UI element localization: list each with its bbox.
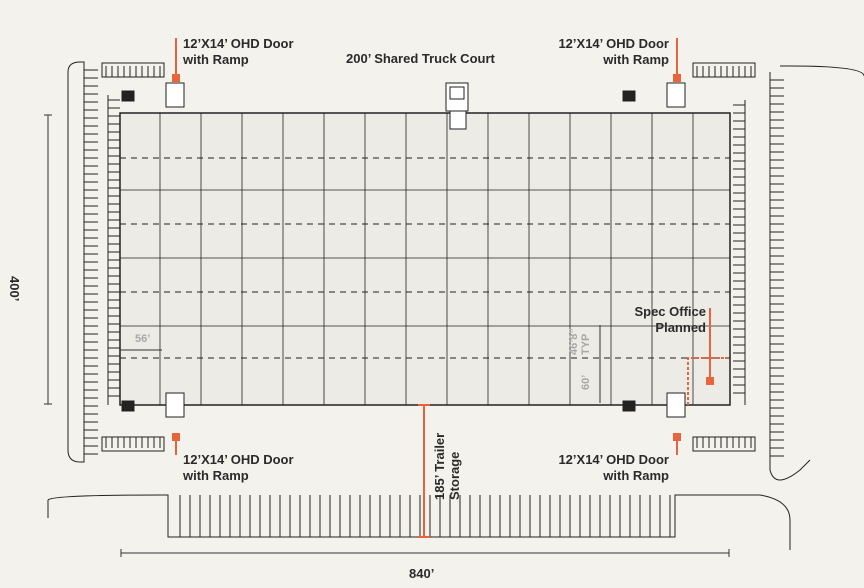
trailer-storage-stalls — [47, 494, 791, 550]
truck-court-label: 200’ Shared Truck Court — [346, 51, 495, 66]
door-label-line: with Ramp — [183, 468, 249, 483]
parking-top-right — [692, 62, 756, 78]
spec-office-line: Spec Office — [634, 304, 706, 319]
parking-right — [733, 65, 864, 481]
trailer-storage-line: Storage — [447, 451, 462, 500]
door-ramps — [121, 82, 686, 418]
trailer-storage-label: 185’ Trailer Storage — [432, 433, 462, 500]
door-label-line: with Ramp — [603, 468, 669, 483]
bay-depth-note: TYP — [580, 333, 592, 355]
dock-marker — [121, 400, 135, 412]
door-ramp — [165, 82, 185, 108]
truck-court-dock-icon — [445, 82, 469, 130]
parking-right-outline — [780, 65, 864, 77]
trailer-storage-outline — [47, 494, 791, 550]
parking-bottom-left — [101, 436, 165, 452]
spec-office-line: Planned — [655, 320, 706, 335]
door-label-line: with Ramp — [603, 52, 669, 67]
door-ramp — [165, 392, 185, 418]
door-ramp — [666, 392, 686, 418]
door-label-line: 12’X14’ OHD Door — [558, 36, 669, 51]
overall-width-dimension: 840’ — [409, 566, 435, 581]
column-grid-dashed — [120, 157, 730, 359]
bay-depth-dimension: 46’8” TYP — [568, 328, 592, 355]
parking-bottom-right — [692, 436, 756, 452]
dimension-lines — [44, 114, 730, 557]
column-grid — [120, 113, 730, 405]
bay-width-dimension: 56’ — [135, 333, 151, 345]
door-label-top-left: 12’X14’ OHD Door with Ramp — [183, 36, 294, 68]
building-footprint — [119, 112, 731, 406]
door-label-line: 12’X14’ OHD Door — [183, 452, 294, 467]
dock-marker — [622, 90, 636, 102]
dock-marker — [121, 90, 135, 102]
door-label-top-right: 12’X14’ OHD Door with Ramp — [548, 36, 669, 68]
dock-marker — [622, 400, 636, 412]
parking-top-strips — [101, 62, 756, 452]
end-bay-dimension: 60’ — [580, 374, 592, 390]
overall-depth-dimension: 400’ — [7, 276, 22, 302]
parking-right-curb — [769, 72, 811, 481]
parking-left-outline — [67, 61, 85, 463]
spec-office-outline — [687, 357, 728, 405]
door-label-bottom-right: 12’X14’ OHD Door with Ramp — [548, 452, 669, 484]
door-label-line: 12’X14’ OHD Door — [558, 452, 669, 467]
door-label-line: 12’X14’ OHD Door — [183, 36, 294, 51]
door-label-bottom-left: 12’X14’ OHD Door with Ramp — [183, 452, 294, 484]
spec-office-label: Spec Office Planned — [618, 304, 706, 336]
bay-depth-value: 46’8” — [568, 328, 580, 355]
leader-dots — [172, 74, 714, 441]
door-ramp — [666, 82, 686, 108]
trailer-storage-line: 185’ Trailer — [432, 432, 447, 500]
parking-left — [67, 61, 120, 463]
parking-top-left — [101, 62, 165, 78]
door-label-line: with Ramp — [183, 52, 249, 67]
